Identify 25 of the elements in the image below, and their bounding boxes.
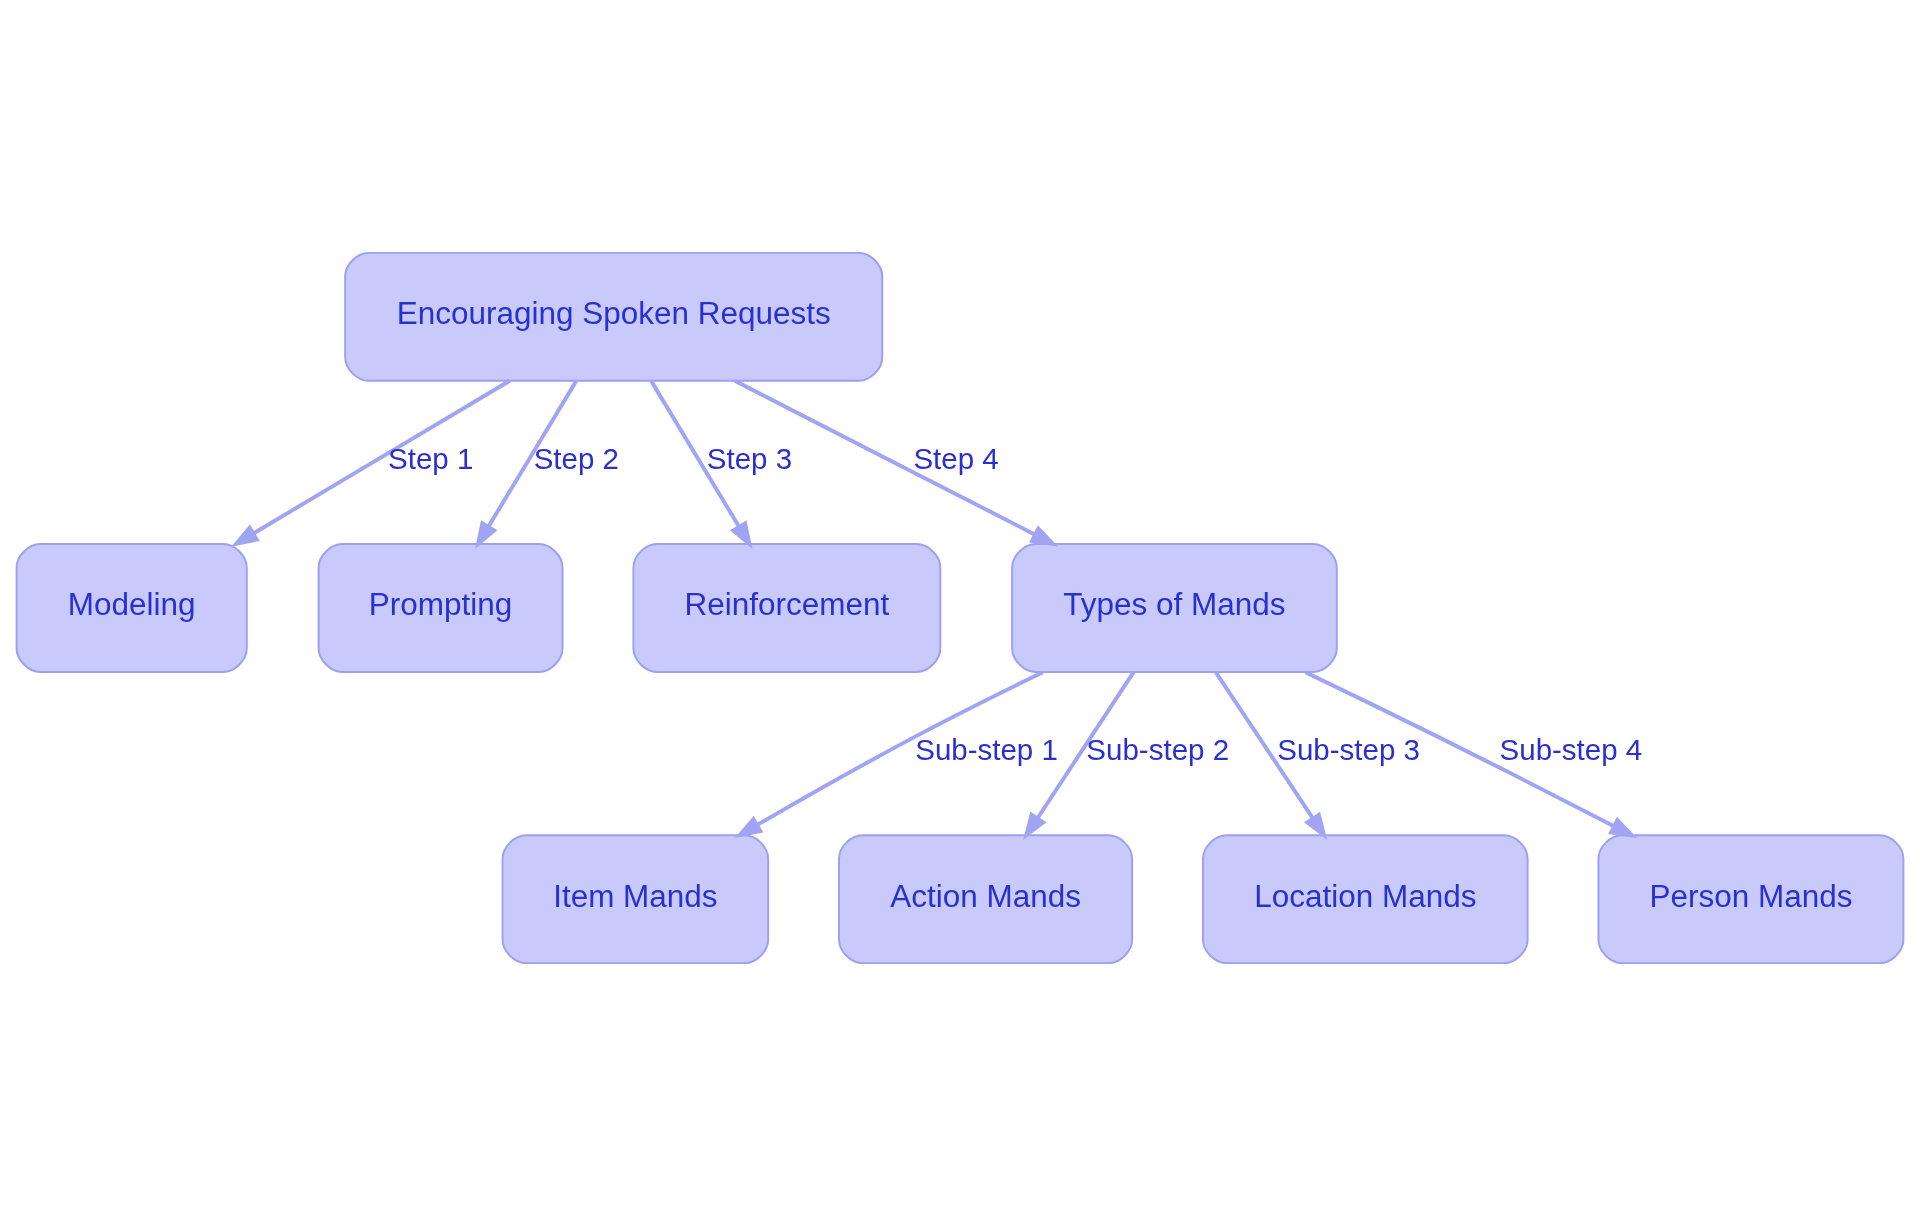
node-box: Reinforcement [632, 542, 942, 673]
arrow [1304, 670, 1637, 838]
arrow [231, 378, 511, 547]
edge-label: Sub-step 2 [1086, 732, 1230, 766]
arrow [649, 379, 753, 549]
arrow [475, 379, 578, 549]
edge-label: Step 3 [706, 441, 793, 475]
node-box: Modeling [15, 542, 248, 673]
node-box: Action Mands [838, 833, 1134, 964]
node-box: Prompting [317, 542, 564, 673]
node-box: Types of Mands [1011, 542, 1338, 673]
node-box: Item Mands [501, 833, 770, 964]
edge-label: Step 4 [913, 441, 999, 475]
arrow [734, 669, 1044, 838]
node-box: Location Mands [1202, 833, 1529, 964]
edge-label: Sub-step 1 [915, 732, 1058, 766]
arrow [733, 378, 1059, 546]
arrow [1214, 670, 1328, 840]
edge-label: Sub-step 4 [1499, 732, 1643, 766]
node-box: Encouraging Spoken Requests [344, 251, 884, 382]
edge-label: Step 1 [388, 441, 474, 475]
arrow [1023, 670, 1136, 840]
edge-label: Step 2 [533, 441, 619, 475]
node-box: Person Mands [1597, 833, 1905, 964]
edge-label: Sub-step 3 [1277, 732, 1420, 766]
